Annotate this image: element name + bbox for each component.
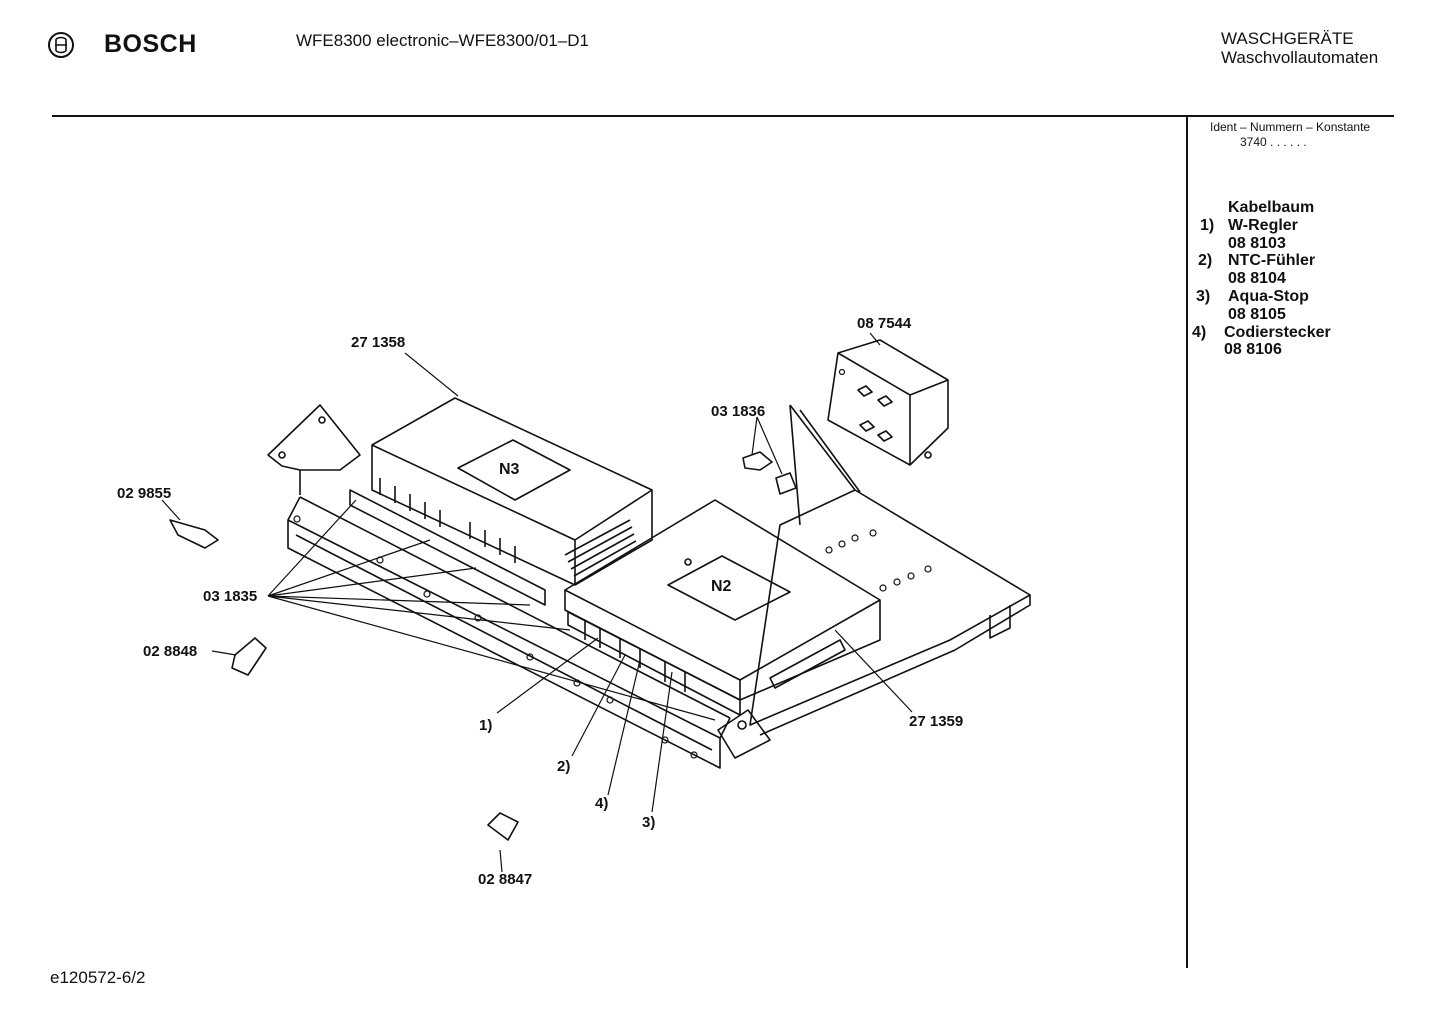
mounting-tray [749,489,1031,726]
legend-item: 3) Aqua-Stop [1190,288,1331,306]
legend-item-name: W-Regler [1228,216,1298,234]
module-n2-label-plate [667,555,791,621]
callout-028848: 02 8848 [143,643,198,660]
clip-031836 [742,451,773,471]
legend-item-name: Codierstecker [1224,323,1331,341]
legend-item: 2) NTC-Fühler [1190,252,1331,270]
relay-box [827,339,949,466]
callout-029855: 02 9855 [117,485,172,502]
module-n3-box [371,397,653,586]
category-title: WASCHGERÄTE [1221,29,1354,48]
category-subtitle: Waschvollautomaten [1221,48,1379,67]
legend-item-part: 08 8106 [1224,341,1282,359]
legend-title: Kabelbaum [1228,199,1315,216]
base-rail [287,519,721,769]
clip-028847 [487,812,519,841]
ident-label: Ident – Nummern – Konstante [1210,120,1371,134]
sidebar-divider [1186,116,1188,968]
bosch-logo-icon [48,32,74,58]
callout-2: 2) [557,758,571,775]
brand-name: BOSCH [104,30,197,58]
module-n2-label: N2 [711,578,732,595]
module-n2-box [564,499,881,701]
legend-item-part: 08 8104 [1228,270,1286,288]
ident-value: 3740 . . . . . . [1240,135,1307,149]
callout-031835: 03 1835 [203,588,258,605]
clip-028848 [231,637,267,676]
legend-item-name: Aqua-Stop [1228,287,1309,305]
mounting-bracket [267,404,361,471]
callout-028847: 02 8847 [478,871,533,888]
callout-4: 4) [595,795,609,812]
callout-087544: 08 7544 [857,315,912,332]
callout-1: 1) [479,717,493,734]
legend-item-number: 3) [1196,287,1211,305]
exploded-parts-drawing [161,332,1031,873]
legend-item-number: 1) [1200,216,1215,234]
callout-271358: 27 1358 [351,334,406,351]
legend-item-part: 08 8103 [1228,234,1286,252]
callout-3: 3) [642,814,656,831]
legend-item-part: 08 8105 [1228,305,1286,323]
legend-item: 1) W-Regler [1190,217,1331,235]
callout-271359: 27 1359 [909,713,964,730]
document-title: WFE8300 electronic–WFE8300/01–D1 [296,31,589,50]
module-n3-label-plate [457,439,571,501]
clip-029855 [169,519,219,549]
legend-item: 4) Codierstecker [1190,324,1331,342]
callout-031836: 03 1836 [711,403,766,420]
legend-item-number: 2) [1198,252,1213,270]
header-divider [52,115,1394,117]
legend-item-number: 4) [1192,323,1207,341]
module-n3-label: N3 [499,461,520,478]
legend-item-name: NTC-Fühler [1228,252,1316,270]
footer-code: e120572-6/2 [50,968,146,987]
parts-legend: Kabelbaum 1) W-Regler 08 8103 2) NTC-Füh… [1190,199,1331,359]
